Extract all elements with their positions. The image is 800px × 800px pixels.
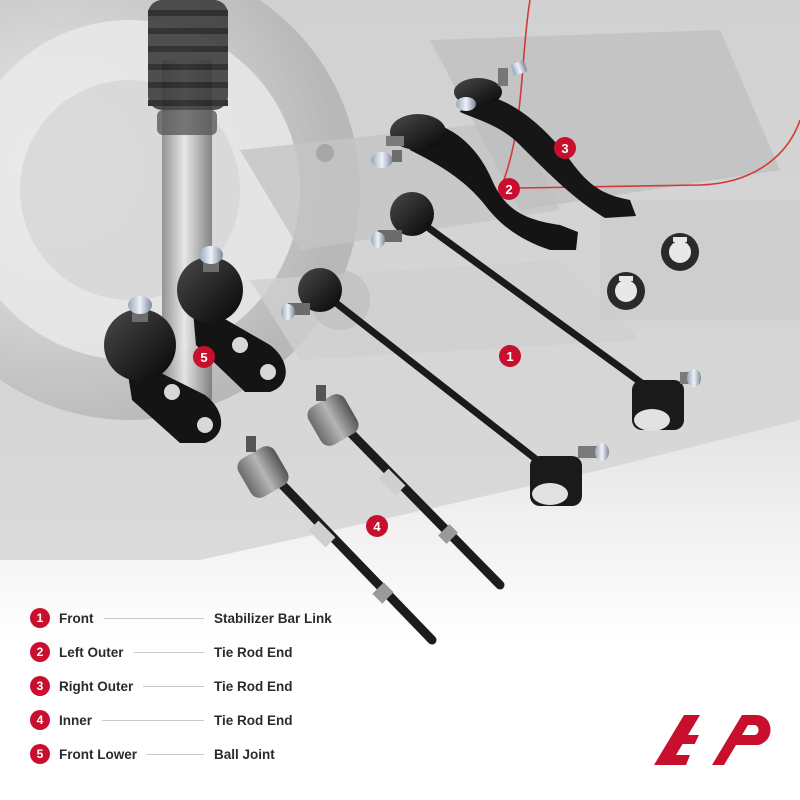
legend-divider [103, 617, 204, 619]
legend-part: Ball Joint [214, 746, 275, 762]
right-outer-tie-rod-end [454, 60, 636, 218]
stabilizer-bar-link-long [371, 192, 701, 431]
legend-divider [102, 719, 204, 721]
legend-row: 5 Front Lower Ball Joint [30, 742, 360, 766]
legend-number: 2 [30, 642, 50, 662]
badge-1: 1 [499, 345, 521, 367]
legend-position: Right Outer [59, 678, 134, 694]
svg-text:5: 5 [200, 350, 207, 365]
legend-divider [143, 685, 204, 687]
legend-part: Tie Rod End [214, 644, 293, 660]
legend-number: 1 [30, 608, 50, 628]
legend-number: 3 [30, 676, 50, 696]
legend-row: 1 Front Stabilizer Bar Link [30, 606, 360, 630]
legend-position: Inner [59, 712, 93, 728]
inner-tie-rod-rear [307, 385, 505, 590]
ball-joint-rear [177, 246, 286, 392]
legend-row: 3 Right Outer Tie Rod End [30, 674, 360, 698]
legend-row: 2 Left Outer Tie Rod End [30, 640, 360, 664]
legend-position: Front [59, 610, 94, 626]
badge-4: 4 [366, 515, 388, 537]
left-outer-tie-rod-end [371, 114, 578, 250]
brand-logo-icon [654, 715, 771, 765]
inner-tie-rod-front [237, 436, 437, 645]
legend-divider [133, 651, 204, 653]
legend-number: 5 [30, 744, 50, 764]
svg-text:2: 2 [505, 182, 512, 197]
legend-row: 4 Inner Tie Rod End [30, 708, 360, 732]
legend-part: Tie Rod End [214, 712, 293, 728]
legend-number: 4 [30, 710, 50, 730]
legend-divider [147, 753, 204, 755]
badge-2: 2 [498, 178, 520, 200]
legend-position: Front Lower [59, 746, 137, 762]
legend-part: Tie Rod End [214, 678, 293, 694]
legend-position: Left Outer [59, 644, 124, 660]
badge-5: 5 [193, 346, 215, 368]
badge-3: 3 [554, 137, 576, 159]
washer-lower [607, 272, 645, 310]
svg-text:4: 4 [373, 519, 381, 534]
washer-upper [661, 233, 699, 271]
legend-part: Stabilizer Bar Link [214, 610, 332, 626]
ball-joint-front [104, 296, 222, 443]
svg-text:1: 1 [506, 349, 513, 364]
svg-text:3: 3 [561, 141, 568, 156]
stabilizer-bar-link-short [281, 268, 609, 506]
